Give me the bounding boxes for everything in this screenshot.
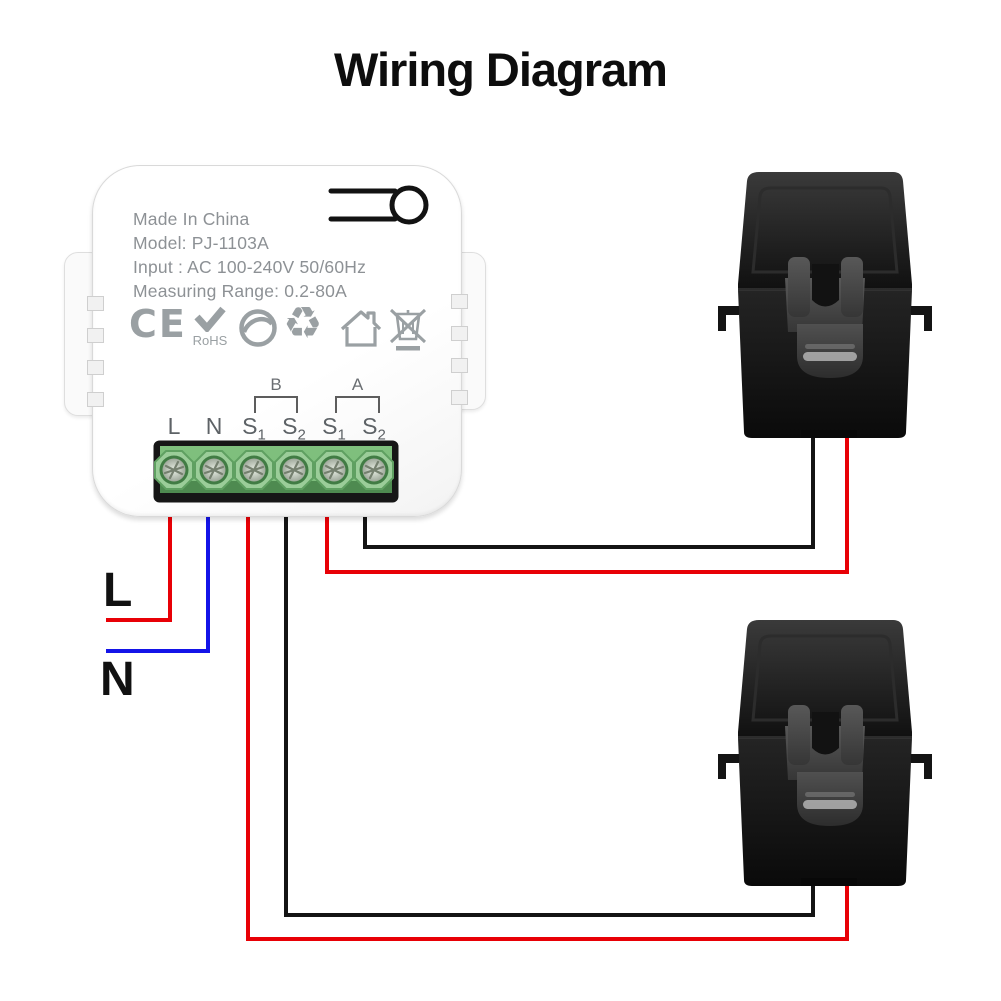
- group-a-label: A: [351, 375, 364, 394]
- terminal-label-s1-b: S1: [242, 413, 266, 444]
- wire-s1-a-clamp-riser: [845, 432, 849, 574]
- snap-notch: [451, 390, 468, 405]
- keyhole-slot-icon: [328, 185, 429, 225]
- wire-neutral-horizontal: [106, 649, 210, 653]
- device-info-line-range: Measuring Range: 0.2-80A: [133, 281, 347, 301]
- snap-notch: [451, 358, 468, 373]
- wire-s1-b-vertical: [246, 508, 250, 941]
- terminal-labels-row: L N S1 S2 S1 S2: [93, 413, 461, 444]
- wire-s1-a-horizontal: [325, 570, 849, 574]
- neutral-wire-label: N: [100, 653, 135, 706]
- device-info-line-input: Input : AC 100-240V 50/60Hz: [133, 257, 367, 277]
- terminal-block: [153, 440, 399, 503]
- wire-s1-b-horizontal: [246, 937, 849, 941]
- wire-s1-b-clamp-riser: [845, 880, 849, 941]
- energy-meter-module: Made In China Model: PJ-1103A Input : AC…: [87, 165, 468, 517]
- wire-s2-b-horizontal: [284, 913, 815, 917]
- ct-clamp-b: [716, 618, 934, 888]
- terminal-label-s2-b: S2: [282, 413, 306, 444]
- wire-live-vertical: [168, 508, 172, 622]
- terminal-label-s1-a: S1: [322, 413, 346, 444]
- device-info-text: Made In China Model: PJ-1103A Input : AC…: [133, 207, 366, 303]
- wire-s2-a-vertical: [363, 508, 367, 549]
- rohs-label: RoHS: [192, 333, 228, 348]
- page-title: Wiring Diagram: [334, 43, 668, 96]
- snap-notch: [87, 392, 104, 407]
- ce-mark-icon: CE: [129, 302, 187, 346]
- green-dot-icon: [239, 309, 277, 347]
- device-info-line-model: Model: PJ-1103A: [133, 233, 269, 253]
- snap-notch: [87, 360, 104, 375]
- snap-notch: [451, 294, 468, 309]
- crossed-bin-icon: [389, 308, 427, 351]
- house-icon: [340, 310, 382, 347]
- wire-live-horizontal: [106, 618, 172, 622]
- snap-notch: [451, 326, 468, 341]
- group-b-bracket: B: [254, 375, 298, 413]
- recycle-symbol-icon: ♻: [283, 298, 323, 349]
- wire-s2-b-clamp-riser: [811, 880, 815, 917]
- wire-neutral-vertical: [206, 508, 210, 653]
- device-info-line-origin: Made In China: [133, 209, 250, 229]
- terminal-label-l: L: [167, 413, 181, 439]
- certification-icons-row: CE RoHS ♻: [93, 166, 461, 516]
- wire-s2-b-vertical: [284, 508, 288, 917]
- terminal-label-n: N: [205, 413, 223, 439]
- live-wire-label: L: [103, 564, 133, 617]
- snap-notch: [87, 328, 104, 343]
- wire-s2-a-horizontal: [363, 545, 815, 549]
- ct-clamp-a: [716, 170, 934, 440]
- wire-s1-a-vertical: [325, 508, 329, 574]
- wire-s2-a-clamp-riser: [811, 432, 815, 549]
- group-a-bracket: A: [335, 375, 380, 413]
- terminal-label-s2-a: S2: [362, 413, 386, 444]
- snap-notch: [87, 296, 104, 311]
- group-b-label: B: [270, 375, 282, 394]
- rohs-checkmark-icon: RoHS: [189, 306, 231, 348]
